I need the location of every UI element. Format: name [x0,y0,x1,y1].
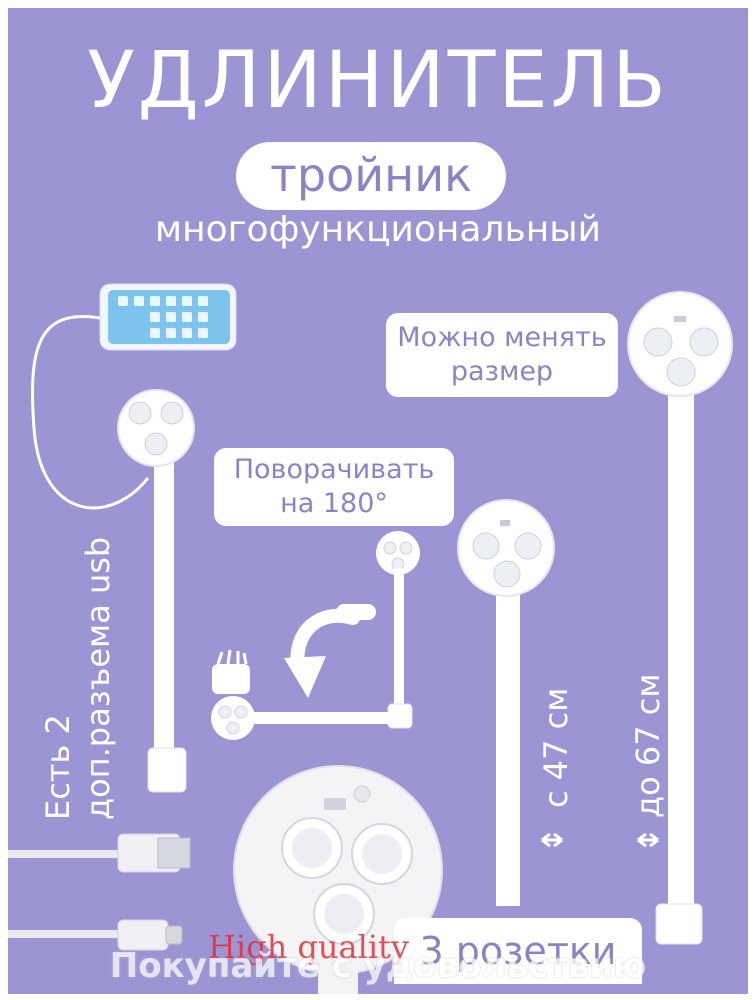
label-length-min: с 47 см [537,687,575,808]
watermark-bottom: Покупайте с удовольствию [109,946,647,986]
product-banner: УДЛИНИТЕЛЬ тройник многофункциональный [8,8,748,994]
usb-a-plug-icon [8,833,191,873]
label-usb-line1: Есть 2 [39,714,77,820]
toothbrush-icon [212,649,250,694]
label-resize-line1: Можно менять [397,322,607,353]
product-subtitle: многофункциональный [154,209,602,250]
socket-icon [117,389,195,793]
usb-c-plug-icon [8,919,183,951]
label-resize-line2: размер [450,356,554,387]
product-type-pill: тройник [236,142,506,210]
label-rotate-line2: на 180° [280,488,388,519]
product-illustration [8,283,733,994]
phone-icon [99,283,237,351]
label-rotate-line1: Поворачивать [233,454,435,485]
watermark-red: High quality [208,928,409,966]
label-rotate: Поворачивать на 180° [214,448,454,526]
label-usb-line2: доп.разъема usb [79,536,117,820]
label-usb: Есть 2 доп.разъема usb [38,536,118,820]
rotate-arrow-icon [284,604,376,698]
product-title: УДЛИНИТЕЛЬ [87,36,669,126]
label-sockets: 3 розетки [394,918,642,984]
label-resize: Можно менять размер [386,313,618,397]
label-length-max: до 67 см [629,673,667,819]
